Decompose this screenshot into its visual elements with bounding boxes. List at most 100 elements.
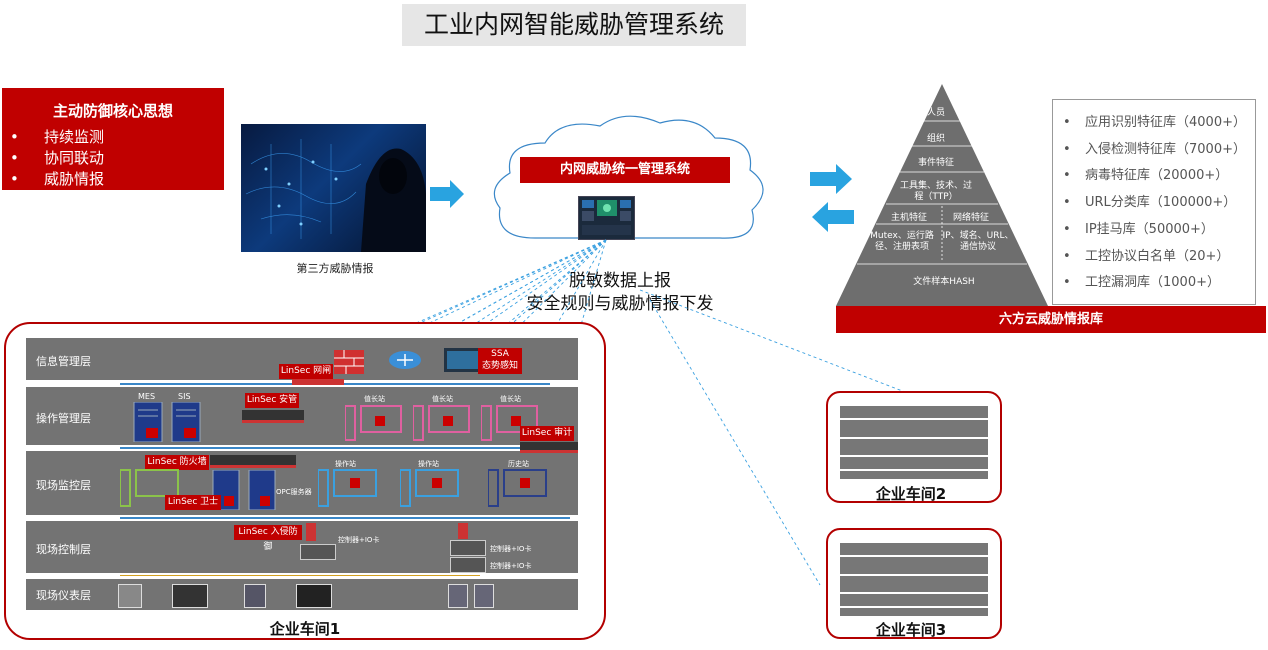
instrument-device [296, 584, 332, 608]
hacker-world-map-icon [245, 139, 426, 252]
library-item: •工控漏洞库（1000+） [1063, 275, 1220, 291]
pyramid-level: 组织 [926, 134, 945, 144]
server-tower-icon [171, 402, 201, 442]
workstation-pink-icon [481, 405, 538, 441]
instrument-device [118, 584, 142, 608]
mini-layer [840, 557, 988, 574]
audit2-device [520, 442, 578, 453]
op-station-label: 操作站 [418, 460, 439, 468]
workshop-2-frame [826, 391, 1002, 503]
library-item: •URL分类库（100000+） [1063, 195, 1237, 211]
workshop-1-caption: 企业车间1 [269, 620, 341, 638]
sis-label: SIS [178, 392, 191, 401]
audit-label: LinSec 安管 [245, 393, 299, 408]
controller-label: 控制器+IO卡 [490, 562, 532, 570]
pyramid-level: 主机特征 [890, 213, 927, 223]
eng-station-label: 值长站 [432, 395, 453, 403]
pyramid-level: 事件特征 [917, 158, 954, 168]
intel-library-bar: 六方云威胁情报库 [836, 306, 1266, 333]
firewall-brick-icon [334, 350, 364, 374]
library-item: •入侵检测特征库（7000+） [1063, 141, 1246, 157]
server-tower-icon [212, 470, 240, 510]
library-item: •病毒特征库（20000+） [1063, 168, 1229, 184]
workstation-pink-icon [413, 405, 470, 441]
hist-station-label: 历史站 [508, 460, 529, 468]
core-idea-item: 协同联动 [10, 148, 224, 169]
mini-layer [840, 608, 988, 616]
ids-device [458, 523, 468, 539]
third-party-caption: 第三方威胁情报 [296, 262, 374, 275]
mini-layer [840, 439, 988, 455]
instrument-device [172, 584, 208, 608]
audit-device [242, 410, 304, 423]
guard-label: LinSec 卫士 [165, 495, 221, 510]
opc-label: OPC服务器 [276, 488, 312, 496]
library-item: •应用识别特征库（4000+） [1063, 115, 1246, 130]
gateway-device [292, 379, 344, 385]
pyramid-level: 文件样本HASH [913, 277, 975, 287]
ids-label: LinSec 入侵防御 [234, 525, 302, 552]
library-item: •IP挂马库（50000+） [1063, 221, 1214, 237]
instrument-device [448, 584, 468, 608]
core-idea-heading: 主动防御核心思想 [52, 102, 173, 120]
cloud-label: 内网威胁统一管理系统 [520, 157, 730, 183]
firewall-label: LinSec 防火墙 [145, 455, 209, 470]
pyramid-level: IP、域名、URL、通信协议 [942, 231, 1014, 252]
mes-label: MES [138, 392, 156, 401]
gateway-label: LinSec 网闸 [279, 364, 333, 379]
ids-device [306, 523, 316, 541]
arrow-left-icon [812, 202, 854, 232]
server-tower-icon [133, 402, 163, 442]
core-idea-list: 持续监测 协同联动 威胁情报 [2, 127, 224, 190]
audit2-label: LinSec 审计 [520, 426, 574, 441]
workshop-2-caption: 企业车间2 [875, 485, 947, 503]
pyramid-level: Mutex、运行路径、注册表项 [870, 231, 934, 252]
core-idea-item: 持续监测 [10, 127, 224, 148]
instrument-device [474, 584, 494, 608]
core-idea-item: 威胁情报 [10, 169, 224, 190]
mini-layer [840, 594, 988, 606]
controller-device [450, 557, 486, 573]
cloud-text-line2: 安全规则与威胁情报下发 [526, 294, 714, 314]
layer-field-monitoring: 现场监控层 [26, 451, 578, 515]
eng-station-label: 值长站 [500, 395, 521, 403]
mini-layer [840, 576, 988, 592]
workstation-blue-icon [318, 469, 377, 507]
controller-device [300, 544, 336, 560]
workshop-3-caption: 企业车间3 [875, 621, 947, 639]
feature-library-list: •应用识别特征库（4000+） •入侵检测特征库（7000+） •病毒特征库（2… [1052, 99, 1256, 305]
instrument-device [244, 584, 266, 608]
controller-label: 控制器+IO卡 [338, 536, 380, 544]
mini-layer [840, 543, 988, 555]
arrow-right-icon [810, 164, 852, 194]
workstation-green-icon [120, 469, 179, 507]
core-idea-box: 主动防御核心思想 持续监测 协同联动 威胁情报 [2, 88, 224, 190]
pyramid-level: 网络特征 [952, 213, 989, 223]
page-title: 工业内网智能威胁管理系统 [402, 4, 746, 46]
mini-layer [840, 457, 988, 469]
ssa-monitor-icon [444, 348, 482, 372]
mini-layer [840, 406, 988, 418]
pyramid-level: 人员 [926, 108, 945, 118]
dashboard-thumbnail [578, 196, 635, 240]
network-bus [120, 517, 570, 519]
eng-station-label: 值长站 [364, 395, 385, 403]
controller-device [450, 540, 486, 556]
workstation-blue-icon [400, 469, 459, 507]
cloud-text-line1: 脱敏数据上报 [569, 271, 671, 291]
threat-pyramid [836, 84, 1048, 306]
arrow-right-icon [430, 180, 464, 208]
pyramid-level: 工具集、技术、过程（TTP） [900, 181, 973, 202]
controller-label: 控制器+IO卡 [490, 545, 532, 553]
mini-layer [840, 471, 988, 479]
hacker-image [241, 124, 426, 252]
workstation-pink-icon [345, 405, 402, 441]
op-station-label: 操作站 [335, 460, 356, 468]
library-item: •工控协议白名单（20+） [1063, 248, 1230, 264]
network-bus [120, 447, 570, 449]
firewall-device [210, 455, 296, 468]
mini-layer [840, 420, 988, 437]
server-tower-icon [248, 470, 276, 510]
workshop-3-frame [826, 528, 1002, 639]
dashboard-icon [582, 200, 631, 235]
